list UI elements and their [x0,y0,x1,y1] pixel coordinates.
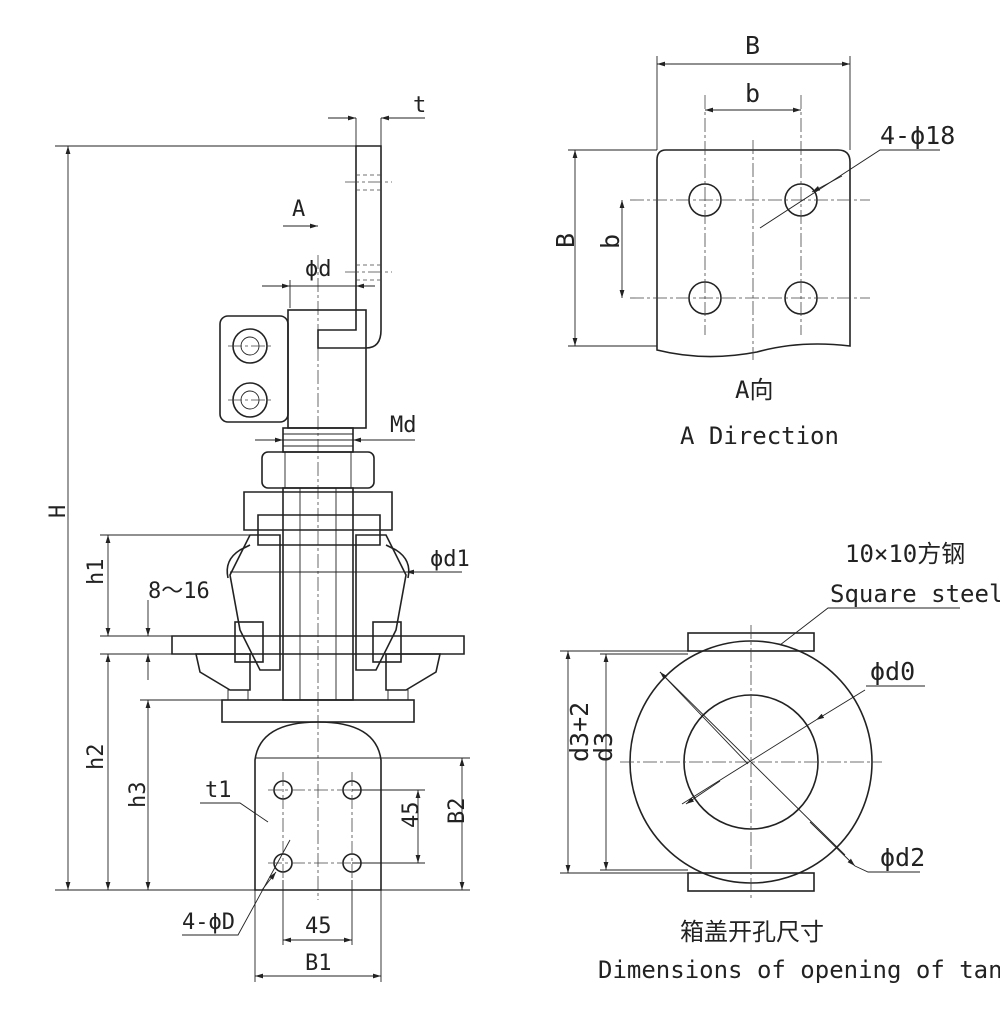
dim-4-phi-18: 4-ϕ18 [880,121,955,150]
dim-range-8-16: 8～16 [148,579,210,604]
caption-steel-en: Square steel [830,580,1000,608]
dim-d3: d3 [589,732,618,762]
dim-phi-d: ϕd [305,257,332,282]
caption-tank-en: Dimensions of opening of tank [598,956,1000,984]
dim-d3-plus-2: d3+2 [565,702,594,762]
dim-45-vertical: 45 [399,802,424,829]
bushing-front-view: t A ϕd Md H ϕd1 h1 8～16 [46,93,470,982]
dim-45-horizontal: 45 [305,914,332,939]
dim-h1: h1 [84,559,109,586]
caption-tank-cn: 箱盖开孔尺寸 [680,918,824,946]
dim-b-small-top: b [745,79,760,108]
a-direction-view: B b 4-ϕ18 B b A向 A Direction [551,31,955,450]
dim-h: H [46,505,71,518]
dim-h3: h3 [126,782,151,809]
caption-steel-cn: 10×10方钢 [845,540,965,568]
dim-b-small-side: b [596,234,625,249]
dim-b1: B1 [305,951,332,976]
view-arrow-a: A [292,197,305,222]
caption-a-direction-cn: A向 [735,376,773,404]
dim-4-phi-d: 4-ϕD [182,910,235,935]
dim-phi-d0: ϕd0 [870,657,915,686]
dim-b-side: B [551,233,580,248]
caption-a-direction-en: A Direction [680,422,839,450]
tank-opening-view: 10×10方钢 Square steel ϕd0 ϕd2 d3+2 d3 箱盖开… [560,540,1000,984]
dim-b-top: B [745,31,760,60]
dim-b2: B2 [445,798,470,825]
dim-t: t [413,93,426,118]
dim-t1: t1 [205,778,232,803]
dim-phi-d1: ϕd1 [430,547,470,572]
dim-h2: h2 [84,744,109,771]
dim-phi-d2: ϕd2 [880,843,925,872]
dim-md: Md [390,413,417,438]
